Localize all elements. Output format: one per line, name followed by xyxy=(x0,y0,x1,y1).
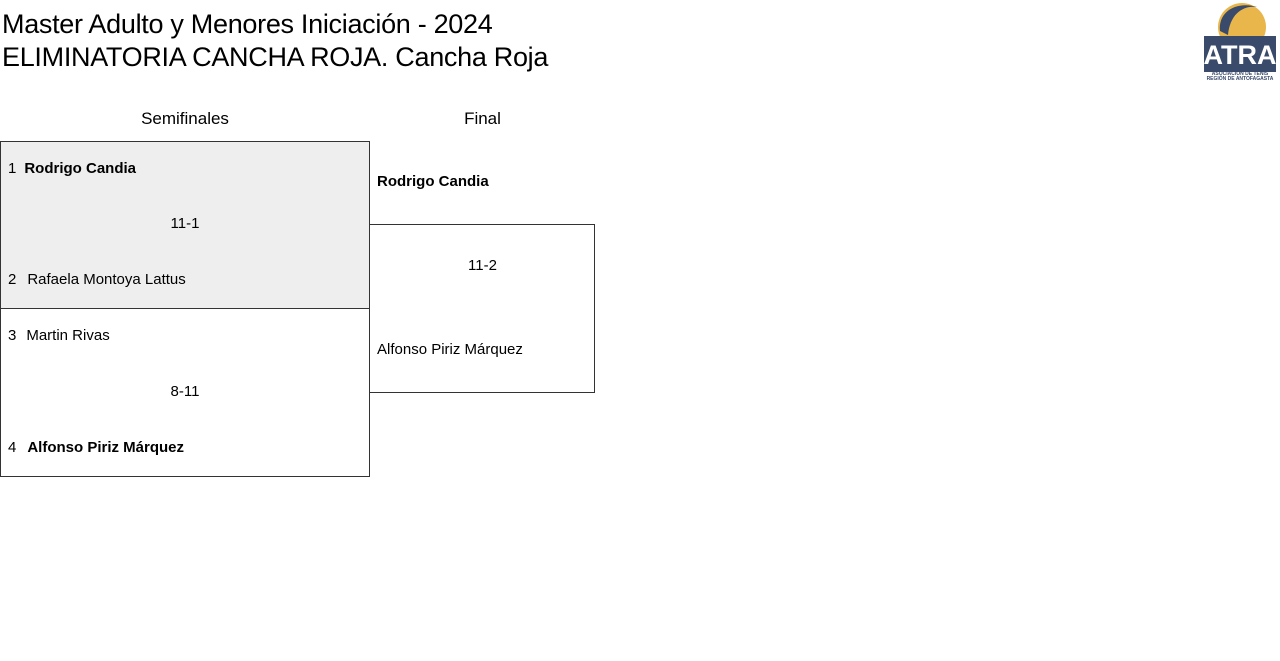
seed: 4 xyxy=(8,439,17,456)
final-player-1[interactable]: Rodrigo Candia xyxy=(377,173,489,190)
player-name: Rafaela Montoya Lattus xyxy=(27,271,186,288)
match-score: 11-1 xyxy=(170,215,200,232)
final-score: 11-2 xyxy=(468,257,497,274)
player-row[interactable]: 1 Rodrigo Candia xyxy=(8,160,136,177)
atra-logo: ATRA ASOCIACIÓN DE TENIS REGIÓN DE ANTOF… xyxy=(1204,3,1277,81)
seed: 3 xyxy=(8,327,17,344)
svg-text:REGIÓN DE ANTOFAGASTA: REGIÓN DE ANTOFAGASTA xyxy=(1207,74,1274,81)
player-row[interactable]: 4 Alfonso Piriz Márquez xyxy=(8,439,184,456)
player-row[interactable]: 3 Martin Rivas xyxy=(8,327,110,344)
player-name: Martin Rivas xyxy=(26,327,110,344)
svg-text:ATRA: ATRA xyxy=(1204,40,1277,70)
title-line-2: ELIMINATORIA CANCHA ROJA. Cancha Roja xyxy=(2,42,549,72)
final-player-2[interactable]: Alfonso Piriz Márquez xyxy=(377,341,523,358)
match-score: 8-11 xyxy=(170,383,200,400)
round-header-final: Final xyxy=(464,109,501,128)
svg-text:ASOCIACIÓN DE TENIS: ASOCIACIÓN DE TENIS xyxy=(1212,69,1269,77)
player-row[interactable]: 2 Rafaela Montoya Lattus xyxy=(8,271,186,288)
player-name: Alfonso Piriz Márquez xyxy=(27,439,185,456)
round-header-semifinals: Semifinales xyxy=(141,109,229,128)
player-name: Rodrigo Candia xyxy=(24,160,137,177)
seed: 1 xyxy=(8,160,17,177)
page-title: Master Adulto y Menores Iniciación - 202… xyxy=(2,8,548,74)
title-line-1: Master Adulto y Menores Iniciación - 202… xyxy=(2,9,493,39)
semifinal-match-1 xyxy=(0,141,370,309)
seed: 2 xyxy=(8,271,17,288)
final-match xyxy=(369,224,595,393)
